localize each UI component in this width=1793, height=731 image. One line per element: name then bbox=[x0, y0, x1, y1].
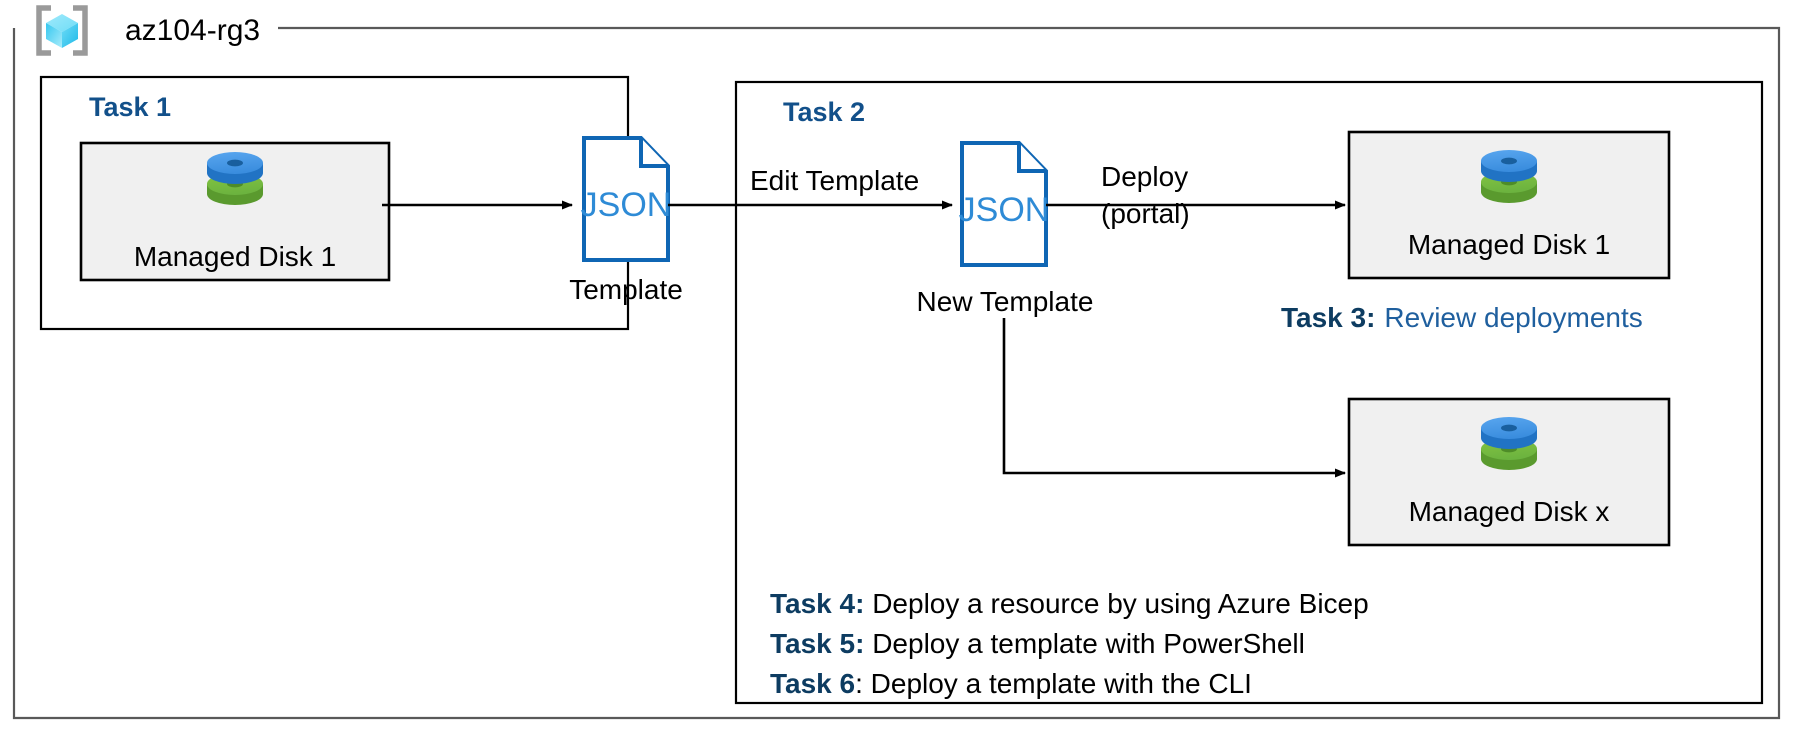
managed-disk-icon bbox=[1481, 150, 1537, 203]
task5-text: Deploy a template with PowerShell bbox=[864, 628, 1305, 659]
arrow-deploy-to-disk-x bbox=[1002, 318, 1346, 478]
task2-title: Task 2 bbox=[783, 97, 866, 127]
task5-label: Task 5: bbox=[770, 628, 865, 659]
task4-line: Task 4: Deploy a resource by using Azure… bbox=[770, 588, 1369, 620]
json-document-icon bbox=[960, 141, 1048, 267]
task2-deploy-label-line1: Deploy bbox=[1101, 161, 1189, 192]
task1-template-caption: Template bbox=[569, 274, 683, 305]
task5-line: Task 5: Deploy a template with PowerShel… bbox=[770, 628, 1305, 660]
task1-disk-label: Managed Disk 1 bbox=[133, 241, 337, 272]
task2-json-label: JSON bbox=[959, 191, 1050, 229]
task2-disk-x-label: Managed Disk x bbox=[1408, 496, 1610, 527]
json-document-icon bbox=[582, 136, 670, 262]
task6-line: Task 6: Deploy a template with the CLI bbox=[770, 668, 1252, 700]
managed-disk-icon bbox=[1481, 417, 1537, 470]
resource-group-container bbox=[12, 26, 1781, 720]
task4-text: Deploy a resource by using Azure Bicep bbox=[864, 588, 1369, 619]
task3-line: Task 3: Review deployments bbox=[1281, 302, 1643, 334]
task1-json-label: JSON bbox=[581, 186, 672, 224]
task2-edit-template-label: Edit Template bbox=[750, 165, 920, 196]
resource-group-cube-icon bbox=[36, 5, 88, 56]
task2-disk-1-label: Managed Disk 1 bbox=[1407, 229, 1611, 260]
task2-new-template-caption: New Template bbox=[916, 286, 1094, 317]
task1-title: Task 1 bbox=[89, 92, 172, 122]
resource-group-name: az104-rg3 bbox=[125, 14, 261, 47]
task4-label: Task 4: bbox=[770, 588, 865, 619]
task3-label: Task 3: bbox=[1281, 302, 1376, 333]
task6-label: Task 6 bbox=[770, 668, 856, 699]
managed-disk-icon bbox=[207, 152, 263, 205]
task2-deploy-label-line2: (portal) bbox=[1101, 198, 1190, 229]
task3-text: Review deployments bbox=[1384, 302, 1643, 333]
task2-box bbox=[734, 80, 1764, 705]
task6-text: : Deploy a template with the CLI bbox=[855, 668, 1252, 699]
